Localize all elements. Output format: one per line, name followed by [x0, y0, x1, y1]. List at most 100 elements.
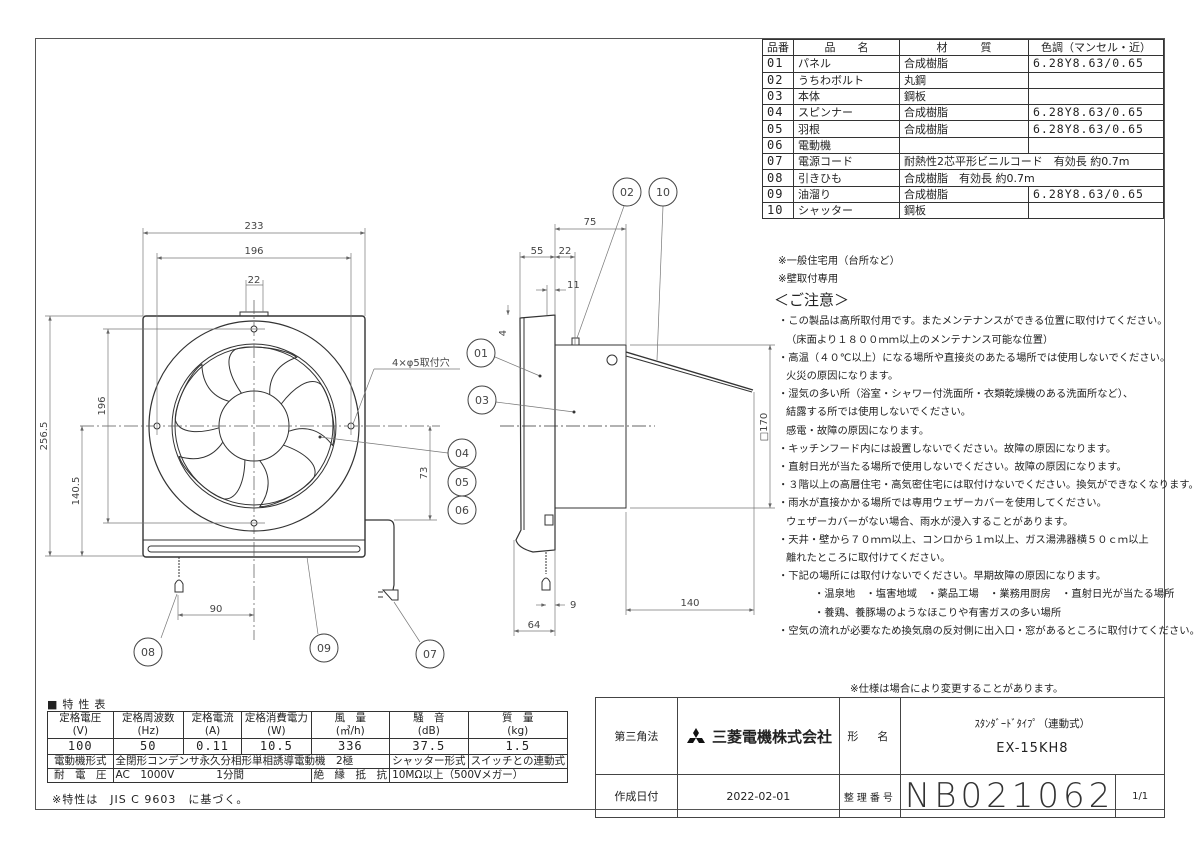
- part-color: [1028, 136, 1164, 155]
- fan-blade: [280, 381, 335, 447]
- part-no: 10: [762, 201, 794, 220]
- created-date: 2022-02-01: [676, 774, 840, 818]
- spec-header: 騒 音(dB): [389, 711, 469, 739]
- spec-value: 37.5: [389, 738, 469, 755]
- model-type: ｽﾀﾝﾀﾞｰﾄﾞﾀｲﾌﾟ（連動式）: [974, 718, 1091, 730]
- balloon-label: 06: [455, 504, 469, 517]
- part-color: [1028, 71, 1164, 89]
- date-label: 作成日付: [595, 774, 678, 818]
- part-no: 08: [762, 169, 794, 187]
- part-name: シャッター: [793, 201, 900, 220]
- power-cord: [365, 519, 395, 591]
- balloon-label: 02: [620, 186, 634, 199]
- caution-line: ・温泉地 ・塩害地域 ・薬品工場 ・業務用厨房 ・直射日光が当たる場所: [814, 588, 1175, 601]
- part-name: 引きひも: [793, 169, 900, 187]
- usage-note: ※一般住宅用（台所など）: [778, 255, 900, 267]
- part-name: 電源コード: [793, 153, 900, 171]
- balloon-label: 08: [141, 646, 155, 659]
- dim-height: 256.5: [39, 422, 50, 451]
- dim-bolt-small: 11: [567, 280, 580, 291]
- header-name: 品 名: [793, 38, 900, 57]
- spec-value: 50: [112, 738, 184, 755]
- caution-line: ・高温（４０℃以上）になる場所や直接炎のあたる場所では使用しないでください。: [778, 351, 1171, 364]
- part-balloon: 01: [466, 338, 496, 368]
- dim-width: 233: [244, 221, 263, 232]
- part-no: 07: [762, 153, 794, 171]
- part-balloon: 03: [467, 385, 497, 415]
- caution-line: 結露する所では使用しないでください。: [786, 406, 972, 419]
- pull-string-knob: [174, 579, 184, 593]
- part-material: 合成樹脂 有効長 約0.7m: [899, 169, 1164, 187]
- power-plug-icon: [378, 589, 399, 601]
- part-balloon: 10: [648, 177, 678, 207]
- spec-value: 1.5: [467, 738, 569, 755]
- balloon-label: 04: [455, 447, 469, 460]
- caution-line: ・天井・壁から７０ｍｍ以上、コンロから１ｍ以上、ガス湯沸器横５０ｃｍ以上: [778, 533, 1149, 546]
- dim-bolt: 22: [559, 246, 572, 257]
- caution-title: ＜ご注意＞: [774, 291, 850, 310]
- dim-hole-pitch-h: 196: [244, 246, 263, 257]
- spec-change-note: ※仕様は場合により変更することがあります。: [850, 683, 1064, 695]
- dim-body: □170: [759, 413, 770, 442]
- balloon-label: 01: [474, 347, 488, 360]
- part-color: [1028, 201, 1164, 220]
- spec-footnote: ※特性は JIS C 9603 に基づく。: [52, 793, 249, 806]
- spec-header-name: 騒 音: [413, 712, 445, 724]
- spec-header: 風 量(㎥/h): [310, 711, 391, 739]
- fan-blades: [174, 346, 335, 508]
- motor-type: 全閉形コンデンサ永久分相形単相誘導電動機 2極: [112, 754, 391, 769]
- spec-table: 定格電圧(V)定格周波数(Hz)定格電流(A)定格消費電力(W)風 量(㎥/h)…: [47, 711, 569, 783]
- part-balloon: 08: [133, 637, 163, 667]
- caution-line: 火災の原因になります。: [786, 370, 899, 383]
- caution-line: ・この製品は高所取付用です。またメンテナンスができる位置に取付けてください。: [778, 315, 1168, 328]
- spec-header-unit: (㎥/h): [335, 725, 365, 737]
- spec-header-name: 定格電圧: [59, 712, 102, 724]
- front-view: [80, 300, 440, 640]
- balloon-label: 03: [475, 394, 489, 407]
- part-color: 6.28Y8.63/0.65: [1028, 104, 1164, 122]
- part-name: 羽根: [793, 120, 900, 138]
- spec-header-name: 定格電流: [191, 712, 234, 724]
- dim-cord-offset: 73: [419, 467, 430, 480]
- parts-header-row: 品番 品 名 材 質 色調（マンセル・近）: [762, 38, 1164, 57]
- part-balloon: 09: [309, 633, 339, 663]
- part-no: 03: [762, 87, 794, 106]
- spec-header-unit: (W): [267, 725, 286, 737]
- caution-line: ・湿気の多い所（浴室・シャワー付洗面所・衣類乾燥機のある洗面所など）、: [778, 388, 1134, 401]
- spec-header-unit: (dB): [417, 725, 440, 737]
- sheet-number: 1/1: [1115, 774, 1165, 818]
- part-material: 耐熱性2芯平形ビニルコード 有効長 約0.7m: [899, 153, 1164, 171]
- part-name: 本体: [793, 87, 900, 106]
- dim-string: 9: [570, 600, 576, 611]
- part-no: 04: [762, 104, 794, 122]
- spec-header-unit: (A): [204, 725, 221, 737]
- shutter-type: スイッチとの連動式: [467, 754, 569, 769]
- hole-note: 4×φ5取付穴: [392, 356, 450, 369]
- spec-header: 定格電流(A): [182, 711, 243, 739]
- fan-blade: [174, 363, 229, 433]
- header-material: 材 質: [899, 38, 1029, 57]
- part-color: 6.28Y8.63/0.65: [1028, 185, 1164, 203]
- dim-center-height: 140.5: [71, 477, 82, 506]
- dim-panel: 55: [531, 246, 544, 257]
- three-diamonds-icon: [686, 728, 705, 743]
- dim-top-tab: 22: [248, 275, 261, 286]
- spec-header-unit: (kg): [507, 725, 529, 737]
- part-material: 合成樹脂: [899, 185, 1029, 203]
- spec-value: 10.5: [241, 738, 312, 755]
- caution-line: 感電・故障の原因になります。: [786, 424, 930, 437]
- part-name: スピンナー: [793, 104, 900, 122]
- caution-line: ・雨水が直接かかる場所では専用ウェザーカバーを使用してください。: [778, 497, 1107, 510]
- insulation-resistance: 10MΩ以上（500Vメガー）: [389, 768, 568, 783]
- part-color: [1028, 87, 1164, 106]
- dim-depth: 75: [584, 217, 597, 228]
- caution-line: ウェザーカバーがない場合、雨水が浸入することがあります。: [786, 515, 1074, 528]
- drawing-number: NB021062: [899, 774, 1117, 818]
- balloon-label: 09: [317, 642, 331, 655]
